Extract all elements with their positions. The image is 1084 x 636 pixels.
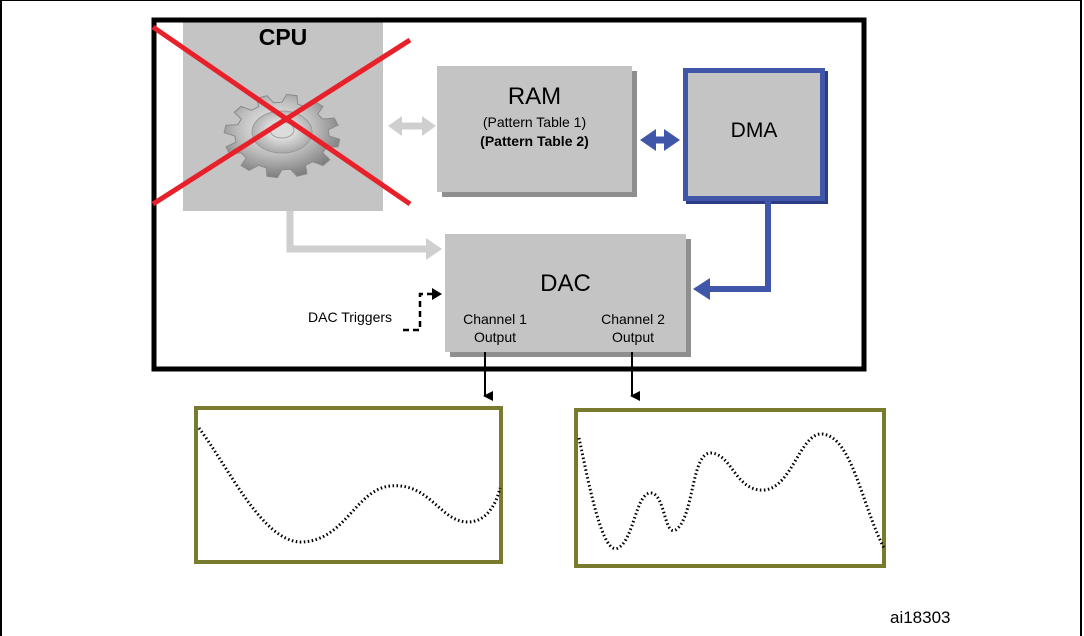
channel2-waveform-scope (574, 408, 886, 568)
channel2-label-line2: Output (611, 329, 655, 345)
dma-label: DMA (730, 119, 778, 142)
channel1-label-line1: Channel 1 (463, 311, 527, 327)
ram-pattern-table-1: (Pattern Table 1) (482, 114, 587, 130)
dac-block (445, 234, 686, 352)
channel1-label-line2: Output (473, 329, 517, 345)
figure-reference: ai18303 (890, 608, 951, 627)
mcu-boundary (151, 17, 867, 372)
dac-label: DAC (540, 270, 591, 297)
channel2-label-line1: Channel 2 (601, 311, 665, 327)
frame-top-border (0, 0, 1082, 1)
ram-block (437, 66, 632, 192)
cpu-dac-arrow (286, 211, 442, 260)
dma-block (683, 68, 825, 201)
ram-label: RAM (507, 83, 562, 110)
cancel-cross-icon (151, 24, 412, 207)
dac-trigger-arrow (403, 288, 442, 332)
dma-dac-arrow (693, 196, 771, 300)
channel1-waveform (197, 427, 502, 544)
channel1-waveform-scope (194, 406, 503, 564)
ram-pattern-table-2: (Pattern Table 2) (480, 133, 589, 149)
frame-left-border (0, 0, 2, 636)
gear-icon (223, 93, 341, 179)
cpu-ram-arrow (388, 116, 436, 136)
cpu-label: CPU (258, 24, 308, 50)
ram-dma-arrow (640, 129, 680, 151)
dac-triggers-label: DAC Triggers (308, 309, 393, 325)
frame-right-border (1080, 0, 1082, 636)
